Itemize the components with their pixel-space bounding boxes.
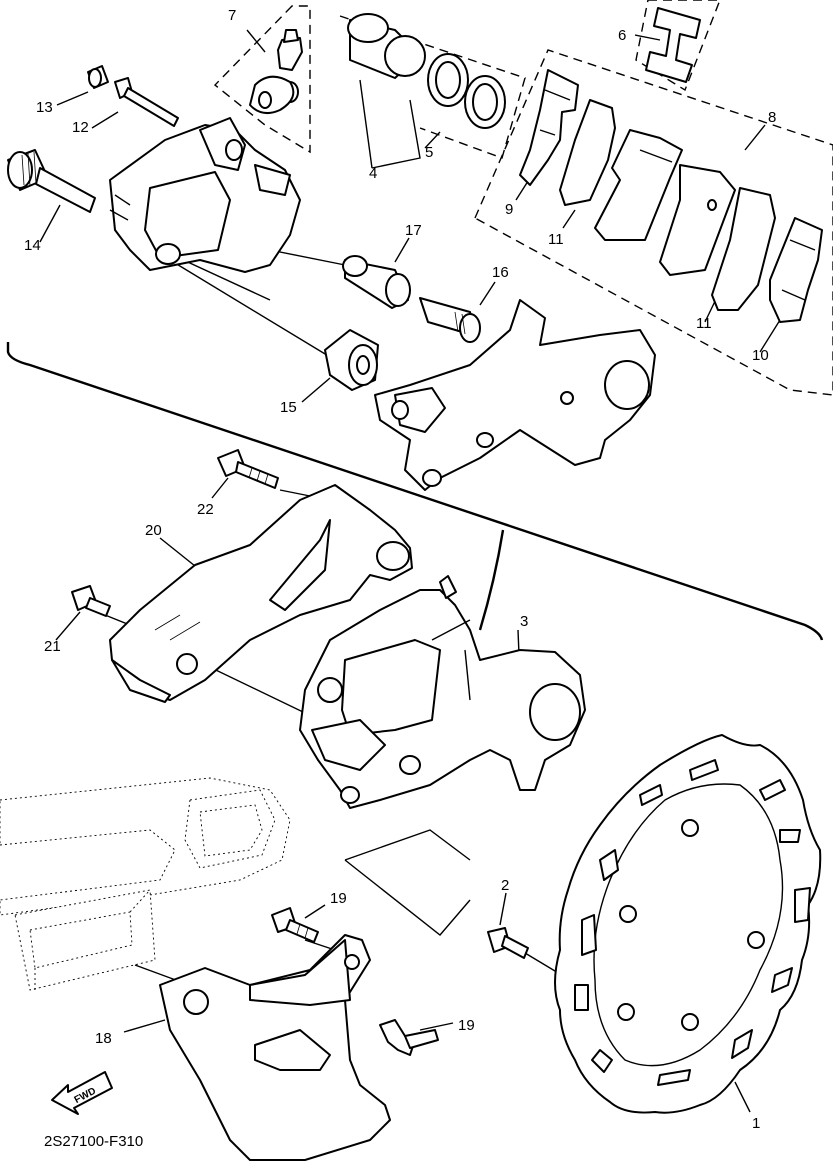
callout-22: 22 [197, 501, 214, 518]
pad-support [645, 7, 701, 83]
bleed-screw [249, 29, 303, 115]
callout-2: 2 [501, 877, 509, 894]
forward-arrow-icon: FWD [51, 1071, 113, 1115]
caliper-bushing [342, 255, 411, 309]
callout-11a: 11 [548, 231, 564, 248]
callout-8: 8 [768, 109, 776, 126]
callout-17: 17 [405, 222, 422, 239]
pad-pin [114, 77, 179, 127]
callout-9: 9 [505, 201, 513, 218]
disc-bolt [487, 927, 529, 959]
pin-boot [324, 329, 379, 391]
screw-plug [87, 65, 109, 89]
callout-19a: 19 [330, 890, 347, 907]
callout-13: 13 [36, 99, 53, 116]
disc-guard [159, 934, 391, 1161]
bleed-screw-group-outline [213, 5, 311, 154]
callout-15: 15 [280, 399, 297, 416]
callout-10: 10 [752, 347, 769, 364]
caliper-bracket-upper [374, 299, 656, 491]
caliper-holder [109, 484, 413, 703]
callout-20: 20 [145, 522, 162, 539]
pad-support-group-outline [635, 0, 721, 92]
callout-12: 12 [72, 119, 89, 136]
callout-16: 16 [492, 264, 509, 281]
callout-19b: 19 [458, 1017, 475, 1034]
piston-seal-group-outline [339, 15, 526, 159]
bolt-22 [217, 449, 279, 489]
piston-seals [427, 53, 506, 129]
callout-6: 6 [618, 27, 626, 44]
callout-7: 7 [228, 7, 236, 24]
callout-3: 3 [520, 613, 528, 630]
callout-4: 4 [369, 165, 377, 182]
callout-11b: 11 [696, 315, 712, 332]
bolt-21 [71, 585, 111, 617]
callout-1: 1 [752, 1115, 760, 1132]
callout-labels: 1 2 3 4 5 6 7 8 9 10 11 11 12 13 14 15 1… [24, 7, 776, 1132]
pad-shim-outer [769, 217, 823, 323]
caliper-body-upper [109, 117, 301, 273]
callout-21: 21 [44, 638, 61, 655]
assembly-bracket [6, 342, 824, 641]
swingarm-outline [0, 769, 411, 991]
caliper-piston [347, 13, 426, 79]
pad-shim-inner [519, 69, 579, 186]
pad-kit-group-outline [474, 49, 833, 396]
slide-bolt [7, 149, 96, 213]
slide-pin [419, 297, 481, 343]
brake-disc [554, 734, 822, 1114]
brake-pad-inner [559, 99, 683, 241]
bolt-19-lower [379, 1019, 439, 1056]
diagram-code: 2S27100-F310 [44, 1133, 143, 1150]
bolt-19-upper [271, 907, 319, 943]
brake-pad-outer [659, 164, 776, 311]
caliper-assembly-lower [299, 575, 586, 809]
callout-14: 14 [24, 237, 41, 254]
callout-18: 18 [95, 1030, 112, 1047]
callout-5: 5 [425, 144, 433, 161]
